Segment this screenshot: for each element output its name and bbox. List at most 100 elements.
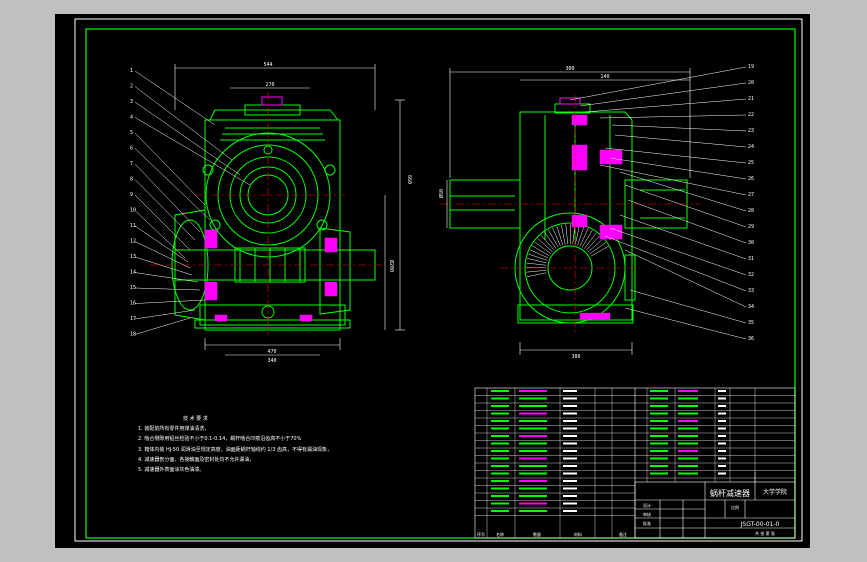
cell-entry (563, 420, 577, 422)
part-balloon: 9 (130, 192, 133, 198)
dim-base-inner: 340 (267, 358, 276, 364)
bolt-hole (324, 164, 336, 176)
cell-entry (491, 427, 509, 430)
gear-tooth (587, 238, 604, 253)
cell-entry (650, 465, 668, 467)
gear-tooth (529, 249, 549, 259)
cell-entry (491, 450, 509, 452)
cell-entry (678, 472, 698, 475)
balloon-leader (609, 227, 747, 276)
cell-entry (563, 405, 577, 407)
bolt-hole (316, 219, 328, 231)
part-balloon: 13 (130, 254, 136, 260)
cell-entry (650, 435, 668, 437)
part-balloon: 36 (748, 336, 754, 342)
part-balloon: 19 (748, 64, 754, 70)
part-balloon: 12 (130, 239, 136, 245)
gear-tooth (526, 272, 547, 277)
tech-req-item: 2. 啮合侧隙用铅丝检验不小于0.1-0.14，蜗杆啮合印痕沿齿高不小于70% (138, 435, 302, 442)
cell-entry (563, 510, 577, 512)
part-balloon: 18 (130, 332, 136, 338)
tech-req-heading: 技 术 要 求 (183, 415, 208, 422)
part-balloon: 20 (748, 80, 754, 86)
part-balloon: 3 (130, 99, 133, 105)
cell-entry (491, 412, 509, 415)
gear-tooth (581, 229, 593, 248)
cell-entry (491, 435, 509, 437)
front-base (199, 304, 346, 326)
part-balloon: 7 (130, 161, 133, 167)
cell-entry (563, 480, 577, 482)
balloon-leader (569, 66, 747, 101)
parts-list-headers: 序号名称数量材料备注 (477, 531, 627, 537)
gear-tooth (556, 225, 564, 246)
balloon-leader (599, 164, 747, 196)
sheet-label: 共 张 第 张 (755, 530, 775, 536)
parts-list-text (491, 390, 726, 512)
side-dim-shaft: 140 (600, 74, 609, 80)
cell-entry (678, 420, 698, 422)
balloon-leader (134, 194, 191, 251)
gear-tooth (544, 232, 557, 249)
balloon-leader (627, 199, 747, 244)
gear-tooth (534, 241, 551, 254)
part-balloon: 16 (130, 301, 136, 307)
part-balloon: 35 (748, 320, 754, 326)
dim-center-dia: Ø200 (388, 260, 395, 272)
cell-entry (650, 390, 668, 392)
cell-entry (563, 390, 577, 392)
cell-entry (563, 412, 577, 415)
part-balloon: 17 (130, 316, 136, 322)
part-balloon: 23 (748, 128, 754, 134)
part-balloon: 31 (748, 256, 754, 262)
cell-entry (678, 442, 698, 445)
gear-tooth (537, 238, 553, 252)
cell-entry (491, 472, 509, 475)
cell-entry (678, 412, 698, 415)
cell-entry (563, 450, 577, 452)
front-housing-top (209, 109, 339, 121)
cell-entry (718, 412, 726, 415)
cell-entry (519, 427, 547, 430)
part-balloon: 26 (748, 176, 754, 182)
cell-entry (650, 427, 668, 430)
gear-tooth (574, 224, 580, 245)
base-section (214, 314, 228, 322)
bearing-section (571, 144, 588, 171)
cell-entry (519, 502, 547, 505)
cell-entry (650, 442, 668, 445)
dim-top-boss: 270 (265, 82, 274, 88)
cell-entry (491, 510, 509, 512)
side-right-boss (624, 254, 636, 301)
dim-height-right: 660 (406, 175, 412, 184)
part-balloon: 1 (130, 68, 133, 74)
gear-tooth (561, 224, 566, 245)
parts-header: 名称 (496, 531, 504, 537)
part-balloon: 15 (130, 285, 136, 291)
dim-overall-width: 544 (263, 62, 272, 68)
front-dimensions (174, 64, 405, 356)
balloon-leader (134, 210, 186, 259)
balloon-leader (134, 70, 216, 126)
balloon-leader (134, 309, 196, 320)
cell-entry (491, 465, 509, 467)
gear-tooth (526, 258, 547, 264)
balloon-leader (134, 148, 211, 221)
parts-list-grid (475, 388, 795, 538)
cover-section (571, 114, 588, 126)
balloon-leader (629, 289, 747, 324)
front-sections (204, 229, 338, 322)
cell-entry (718, 450, 726, 452)
cell-entry (718, 457, 726, 460)
sign-approve: 批准 (643, 520, 651, 526)
balloon-leader (604, 235, 747, 292)
balloon-leader (579, 82, 747, 107)
side-sections (571, 114, 623, 320)
gear-tooth (584, 232, 597, 249)
cell-entry (519, 412, 547, 415)
cell-entry (650, 412, 668, 415)
